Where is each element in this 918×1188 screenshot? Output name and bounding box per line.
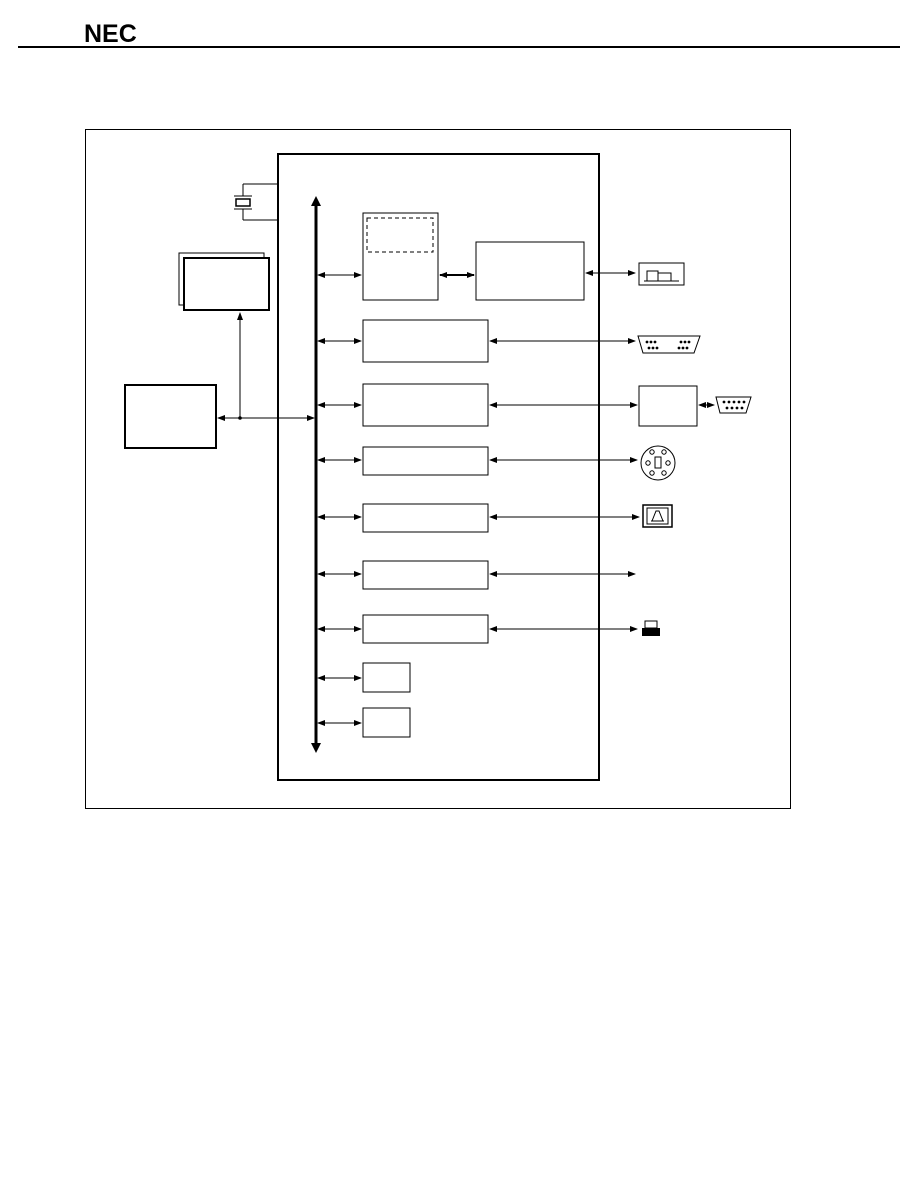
core-cache-dashed <box>366 217 434 253</box>
small-block-row-2 <box>317 707 411 738</box>
external-host-block <box>124 384 217 449</box>
peripheral-row-3 <box>317 446 638 476</box>
nec-logo: NEC <box>84 20 137 48</box>
diagram-frame <box>85 129 791 809</box>
display-icon <box>642 504 673 528</box>
peripheral-row-5 <box>317 560 636 590</box>
terminal-plug-icon <box>642 620 660 636</box>
bus-top-arrow <box>311 196 321 206</box>
serial-connector-icon <box>637 335 701 354</box>
memory-controller-block <box>475 241 585 301</box>
db9-connector-icon <box>715 396 752 414</box>
peripheral-row-1 <box>317 319 636 363</box>
header-rule <box>18 46 900 48</box>
core-block <box>362 212 439 301</box>
chip-boundary <box>277 153 600 781</box>
memory-module-icon <box>638 262 685 286</box>
junction-dot <box>238 416 242 420</box>
crystal-icon <box>234 183 278 221</box>
peripheral-row-2 <box>317 383 715 427</box>
ps2-connector-icon <box>640 445 676 481</box>
peripheral-row-4 <box>317 503 640 533</box>
small-block-row-1 <box>317 662 411 693</box>
bus-bottom-arrow <box>311 743 321 753</box>
peripheral-row-6 <box>317 614 638 644</box>
external-memory-cards <box>178 252 270 311</box>
